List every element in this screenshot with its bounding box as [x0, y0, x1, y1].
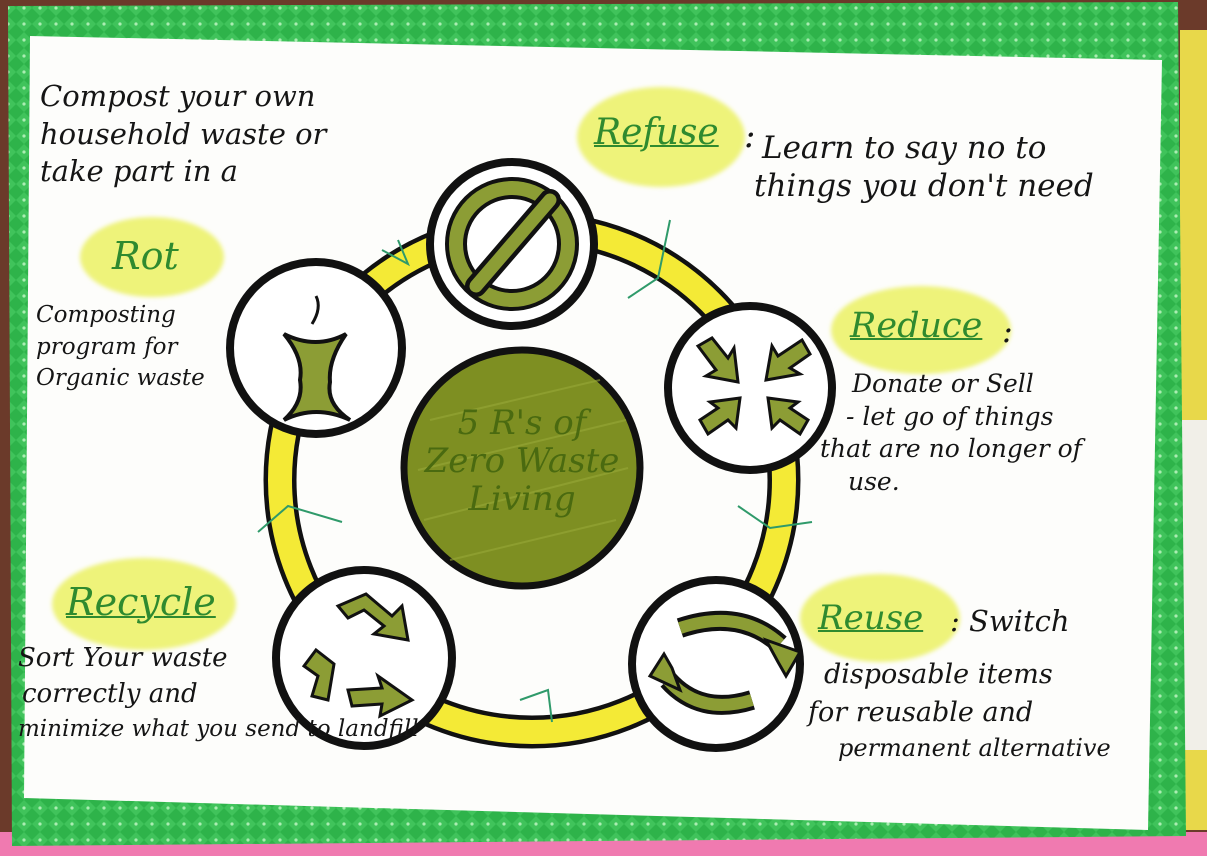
refuse-description: Learn to say no to things you don't need [754, 130, 1094, 206]
recycle-node [272, 566, 456, 750]
rot-intro-line-3: take part in a [40, 154, 238, 189]
refuse-line-1: Learn to say no to [762, 130, 1047, 166]
refuse-heading: Refuse [594, 112, 719, 153]
center-title-line-2: Zero Waste [424, 441, 620, 482]
reduce-line-4: use. [848, 466, 900, 496]
reuse-line-2: for reusable and [808, 696, 1034, 728]
recycle-heading: Recycle [66, 580, 216, 624]
rot-description: Composting program for Organic waste [36, 300, 205, 395]
refuse-node [426, 158, 598, 330]
refuse-line-2: things you don't need [754, 167, 1094, 204]
ring-ticks [257, 219, 813, 723]
rot-intro-line-2: household waste or [40, 116, 327, 151]
recycle-line-3: minimize what you send to landfill [18, 715, 419, 742]
reuse-node [628, 576, 804, 752]
rot-node [226, 258, 406, 438]
reuse-line-3: permanent alternative [838, 733, 1111, 762]
reduce-line-3: that are no longer of [820, 434, 1082, 463]
rot-heading: Rot [112, 234, 179, 278]
recycle-icon [301, 592, 415, 719]
reduce-line-2: - let go of things [846, 401, 1054, 431]
recycle-description: Sort Your waste correctly and minimize w… [18, 640, 419, 745]
inward-arrows-icon [695, 336, 812, 437]
no-sign-icon [445, 177, 579, 311]
rot-intro: Compost your own household waste or take… [40, 78, 326, 191]
center-title: 5 R's of Zero Waste Living [404, 404, 640, 518]
reduce-heading: Reduce [850, 306, 983, 346]
reuse-description: disposable items for reusable and perman… [808, 656, 1111, 765]
rot-intro-line-1: Compost your own [40, 79, 316, 113]
rot-line-3: Organic waste [36, 365, 205, 392]
reuse-line-1: disposable items [824, 659, 1053, 690]
recycle-line-2: correctly and [22, 679, 198, 710]
rot-line-2: program for [36, 333, 178, 360]
center-circle [400, 346, 644, 590]
recycle-line-1: Sort Your waste [18, 643, 228, 673]
reduce-suffix: : [1002, 312, 1013, 350]
rot-line-1: Composting [36, 302, 176, 328]
reduce-node [664, 302, 836, 474]
center-title-line-3: Living [468, 479, 576, 520]
heading-highlights [52, 87, 1011, 662]
reuse-suffix: : Switch [950, 604, 1070, 638]
reduce-line-1: Donate or Sell [852, 369, 1034, 398]
refuse-suffix: : [744, 116, 756, 156]
circular-arrows-icon [647, 610, 803, 715]
center-title-line-1: 5 R's of [457, 403, 587, 443]
reuse-heading: Reuse [818, 598, 924, 638]
center-hatching [417, 379, 629, 561]
apple-core-icon [282, 295, 352, 422]
reduce-description: Donate or Sell - let go of things that a… [820, 368, 1082, 498]
